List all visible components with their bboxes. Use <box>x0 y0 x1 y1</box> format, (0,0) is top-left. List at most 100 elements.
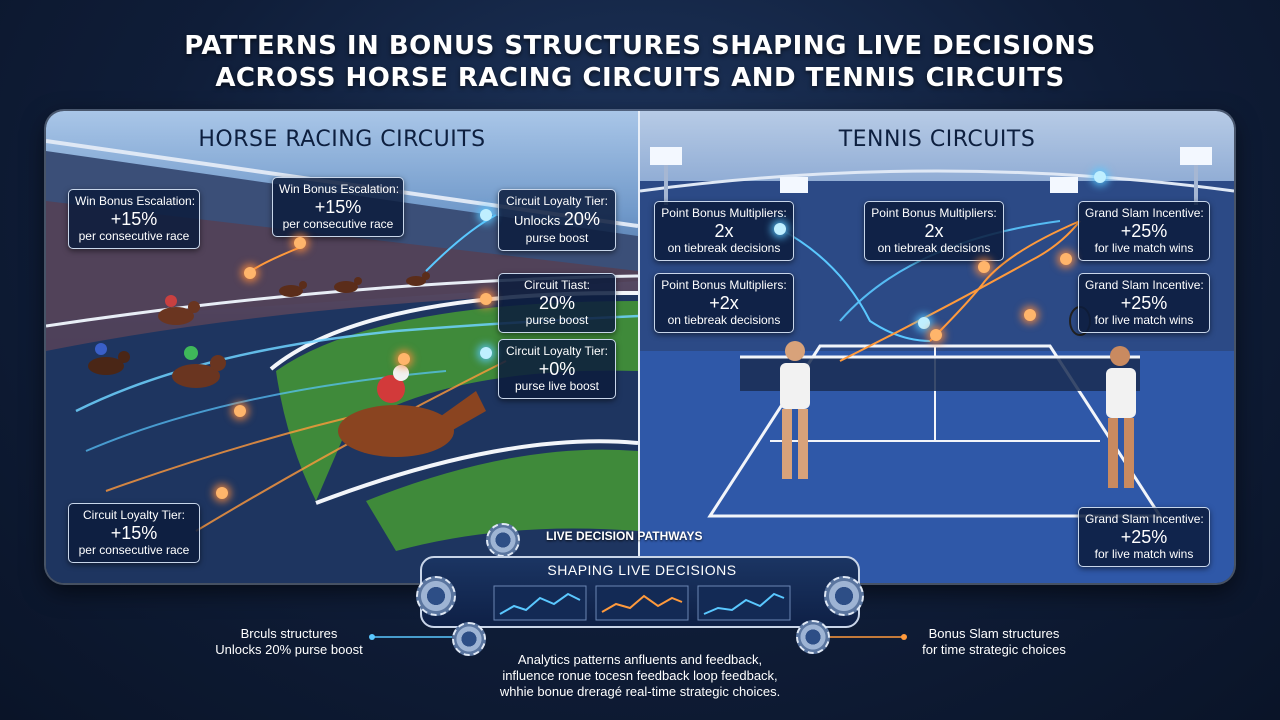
lightbulb-icon <box>452 622 486 656</box>
card-sub: on tiebreak decisions <box>667 313 781 327</box>
page-title-line-2: ACROSS HORSE RACING CIRCUITS AND TENNIS … <box>215 63 1065 93</box>
pathway-node <box>978 261 990 273</box>
player-left <box>780 341 810 479</box>
pathway-node <box>918 317 930 329</box>
pathway-node <box>1060 253 1072 265</box>
page-title: PATTERNS IN BONUS STRUCTURES SHAPING LIV… <box>0 30 1280 94</box>
bottom-center-line-1: Analytics patterns anfluents and feedbac… <box>517 652 763 667</box>
card-title: Grand Slam Incentive: <box>1085 278 1204 292</box>
bottom-left-text: Brculs structures Unlocks 20% purse boos… <box>214 626 364 658</box>
infographic-board: HORSE RACING CIRCUITS Win Bonus Escalati… <box>46 111 1234 583</box>
card-title: Win Bonus Escalation: <box>279 182 400 196</box>
trend-charts <box>493 585 791 621</box>
card-title: Grand Slam Incentive: <box>1085 512 1204 526</box>
horse-small-3 <box>406 272 430 286</box>
line-chart-icon <box>499 592 581 615</box>
card-value: 2x <box>924 221 944 241</box>
pathway-node <box>1094 171 1106 183</box>
tennis-card-grand-slam-1: Grand Slam Incentive: +25% for live matc… <box>1078 201 1210 261</box>
card-sub: per consecutive race <box>78 229 190 243</box>
lower-rail <box>315 439 638 505</box>
card-title: Point Bonus Multipliers: <box>871 206 997 220</box>
card-lead: Unlocks <box>514 213 561 228</box>
card-value: +2x <box>709 293 739 313</box>
card-value: +25% <box>1120 527 1168 547</box>
card-value: +0% <box>538 359 576 379</box>
card-value: 20% <box>563 209 600 229</box>
bottom-center-line-2: influence ronue tocesn feedback loop fee… <box>502 668 778 683</box>
horse-racing-panel: HORSE RACING CIRCUITS Win Bonus Escalati… <box>46 111 638 583</box>
stadium-roof <box>640 169 1234 193</box>
card-title: Grand Slam Incentive: <box>1085 206 1204 220</box>
card-title: Point Bonus Multipliers: <box>661 206 787 220</box>
card-value-row: Unlocks 20% <box>505 209 609 231</box>
horse-card-win-bonus-1: Win Bonus Escalation: +15% per consecuti… <box>68 189 200 249</box>
card-title: Circuit Loyalty Tier: <box>505 344 609 358</box>
horse-card-loyalty-live: Circuit Loyalty Tier: +0% purse live boo… <box>498 339 616 399</box>
bottom-right-line-2: for time strategic choices <box>922 642 1066 657</box>
card-value: +15% <box>314 197 362 217</box>
mini-chart-panel-2 <box>595 585 689 621</box>
card-value: +15% <box>110 523 158 543</box>
lower-grass <box>366 449 638 551</box>
pathway-node <box>294 237 306 249</box>
card-sub: purse boost <box>525 313 589 327</box>
bottom-center-line-3: whhie bonue dreragé real-time strategic … <box>499 684 781 699</box>
pathway-node <box>930 329 942 341</box>
bottom-center-text: Analytics patterns anfluents and feedbac… <box>460 652 820 700</box>
gear-icon <box>824 576 864 616</box>
card-sub: purse live boost <box>514 379 600 393</box>
pathway-node <box>1024 309 1036 321</box>
card-sub: per consecutive race <box>282 217 394 231</box>
line-chart-icon <box>703 592 785 615</box>
card-value: +25% <box>1120 293 1168 313</box>
card-value: +25% <box>1120 221 1168 241</box>
pathway-node <box>234 405 246 417</box>
tennis-card-point-bonus-3: Point Bonus Multipliers: +2x on tiebreak… <box>654 273 794 333</box>
floodlight-left <box>650 147 682 205</box>
mini-chart-panel-3 <box>697 585 791 621</box>
pathway-line-4 <box>929 220 1081 342</box>
live-decision-pathways-label: LIVE DECISION PATHWAYS <box>546 529 703 543</box>
card-title: Win Bonus Escalation: <box>75 194 196 208</box>
card-sub: for live match wins <box>1094 313 1194 327</box>
pathway-line-3 <box>839 220 1081 362</box>
bottom-right-line-1: Bonus Slam structures <box>928 626 1060 641</box>
card-sub: purse boost <box>525 231 589 245</box>
card-value: +15% <box>110 209 158 229</box>
card-title: Circuit Tiast: <box>523 278 590 292</box>
card-sub: for live match wins <box>1094 547 1194 561</box>
gear-icon <box>416 576 456 616</box>
panel-divider <box>638 111 640 583</box>
bottom-right-text: Bonus Slam structures for time strategic… <box>914 626 1074 658</box>
line-chart-icon <box>601 594 683 613</box>
pathway-node <box>480 209 492 221</box>
card-title: Point Bonus Multipliers: <box>661 278 787 292</box>
floodlight-right <box>1180 147 1212 205</box>
horse-small-2 <box>279 281 307 297</box>
card-sub: on tiebreak decisions <box>877 241 991 255</box>
tennis-card-grand-slam-3: Grand Slam Incentive: +25% for live matc… <box>1078 507 1210 567</box>
horse-lead <box>338 365 486 457</box>
card-sub: on tiebreak decisions <box>667 241 781 255</box>
horse-mid-1 <box>158 295 200 325</box>
horse-panel-title: HORSE RACING CIRCUITS <box>198 127 486 152</box>
card-title: Circuit Loyalty Tier: <box>82 508 186 522</box>
horse-mid-2 <box>88 343 130 375</box>
connector-node-left <box>369 634 375 640</box>
mini-chart-panel-1 <box>493 585 587 621</box>
horse-card-loyalty-consecutive: Circuit Loyalty Tier: +15% per consecuti… <box>68 503 200 563</box>
horse-small-1 <box>334 277 362 293</box>
tennis-panel-title: TENNIS CIRCUITS <box>838 127 1036 152</box>
horse-card-loyalty-unlocks: Circuit Loyalty Tier: Unlocks 20% purse … <box>498 189 616 251</box>
floodlight-mid-right <box>1050 177 1078 193</box>
page-title-line-1: PATTERNS IN BONUS STRUCTURES SHAPING LIV… <box>184 31 1096 61</box>
connector-node-right <box>901 634 907 640</box>
bar-title: SHAPING LIVE DECISIONS <box>547 562 737 578</box>
card-sub: for live match wins <box>1094 241 1194 255</box>
horse-card-circuit-tiast: Circuit Tiast: 20% purse boost <box>498 273 616 333</box>
tennis-panel: TENNIS CIRCUITS Point Bonus Multipliers:… <box>640 111 1234 583</box>
clock-icon <box>796 620 830 654</box>
shaping-live-decisions-bar: SHAPING LIVE DECISIONS <box>416 556 864 628</box>
horse-card-win-bonus-2: Win Bonus Escalation: +15% per consecuti… <box>272 177 404 237</box>
